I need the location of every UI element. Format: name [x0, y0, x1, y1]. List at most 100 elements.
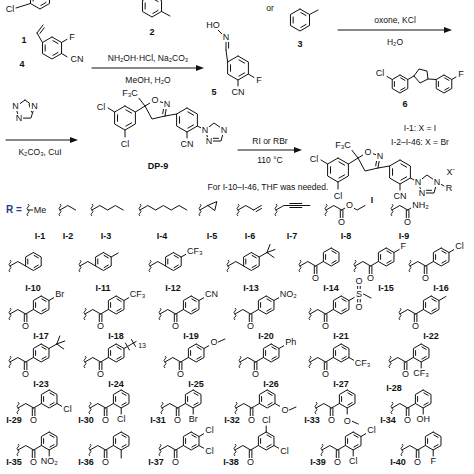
atom-label: Cl [5, 5, 16, 14]
double-bond [380, 255, 381, 260]
double-bond [43, 439, 44, 444]
compound-number: I-38 [222, 458, 240, 467]
compound-number: 5 [210, 88, 217, 97]
bond [57, 336, 60, 344]
compound-number: I-36 [77, 458, 95, 467]
benzene-ring [390, 160, 411, 184]
benzene-ring [259, 390, 275, 408]
double-bond [250, 408, 251, 416]
bond [187, 132, 188, 138]
double-bond [330, 167, 331, 174]
double-bond [416, 314, 417, 322]
compound-number: I-7 [286, 232, 299, 241]
double-bond [176, 314, 177, 322]
bond [165, 114, 177, 116]
double-bond [301, 13, 306, 16]
bond [26, 358, 34, 363]
compound-number: I-33 [303, 416, 321, 425]
atom-label: N [15, 114, 24, 123]
atom-label: N [11, 102, 20, 111]
atom-label: F [255, 76, 263, 85]
bond [160, 446, 176, 451]
benzene-ring [113, 432, 129, 450]
compound-number: I-14 [322, 284, 340, 293]
atom-label: CN [231, 88, 246, 97]
benzene-ring [33, 296, 49, 314]
atom-label: O [29, 458, 38, 467]
double-bond [41, 2, 46, 5]
double-bond [401, 177, 407, 180]
bond [310, 358, 326, 363]
double-bond [252, 408, 253, 416]
atom-label: O [311, 274, 320, 283]
compound-number: I-21 [332, 332, 350, 341]
bond [408, 404, 416, 409]
bond [321, 160, 328, 164]
double-bond [34, 450, 35, 458]
compound-number: I-39 [309, 458, 327, 467]
double-bond [99, 362, 100, 370]
compound-number: I-18 [107, 332, 125, 341]
benzene-ring [258, 432, 274, 450]
benzene-ring [263, 344, 279, 362]
atom-label: CN [204, 290, 219, 299]
atom-label: N [205, 137, 214, 146]
bond [452, 77, 456, 80]
arrow-head [70, 137, 78, 143]
compound-number: DP-9 [147, 162, 170, 171]
double-bond [401, 78, 405, 80]
benzene-ring [41, 432, 57, 450]
bond [326, 310, 334, 315]
benzene-ring [392, 75, 408, 93]
bond [108, 108, 115, 112]
reaction-condition: H₂O [386, 38, 404, 47]
atom-label: O [401, 370, 410, 379]
double-bond [24, 362, 25, 370]
arrow-head [196, 65, 204, 71]
double-bond [110, 351, 111, 356]
double-bond [324, 362, 325, 370]
atom-label: O [171, 322, 180, 331]
bond [332, 404, 340, 409]
atom-label: NH₂ [411, 201, 430, 210]
bond [121, 450, 122, 458]
double-bond [115, 439, 116, 444]
double-bond [230, 65, 231, 72]
bond [338, 182, 339, 189]
double-bond [324, 314, 325, 322]
arrow-head [444, 27, 452, 33]
atom-label: N [418, 189, 427, 198]
double-bond [260, 303, 261, 308]
bond [162, 404, 178, 409]
double-bond [117, 115, 118, 122]
double-bond [427, 439, 428, 444]
compound-number: I-32 [223, 416, 241, 425]
double-bond [174, 450, 175, 458]
double-bond [35, 351, 36, 356]
double-bond [192, 435, 196, 437]
compound-number: I-26 [262, 380, 280, 389]
double-bond [416, 450, 417, 458]
double-bond [97, 259, 98, 264]
bond [390, 358, 406, 363]
double-bond [338, 450, 339, 458]
benzene-ring [228, 56, 249, 80]
double-bond [332, 408, 333, 416]
compound-number: I-13 [242, 284, 260, 293]
double-bond [435, 255, 436, 260]
compound-number: I-3 [100, 232, 113, 241]
double-bond [406, 408, 407, 416]
double-bond [117, 299, 121, 301]
reaction-condition: RI or RBr [251, 137, 288, 146]
double-bond [330, 408, 331, 416]
double-bond [424, 393, 428, 395]
double-bond [42, 299, 46, 301]
compound-number: I-19 [182, 332, 200, 341]
atom-label: N [163, 100, 172, 109]
bond [349, 298, 354, 301]
compound-number: 4 [18, 60, 25, 69]
double-bond [50, 445, 54, 447]
atom-label: CF₃ [129, 290, 147, 299]
bond [266, 426, 267, 432]
